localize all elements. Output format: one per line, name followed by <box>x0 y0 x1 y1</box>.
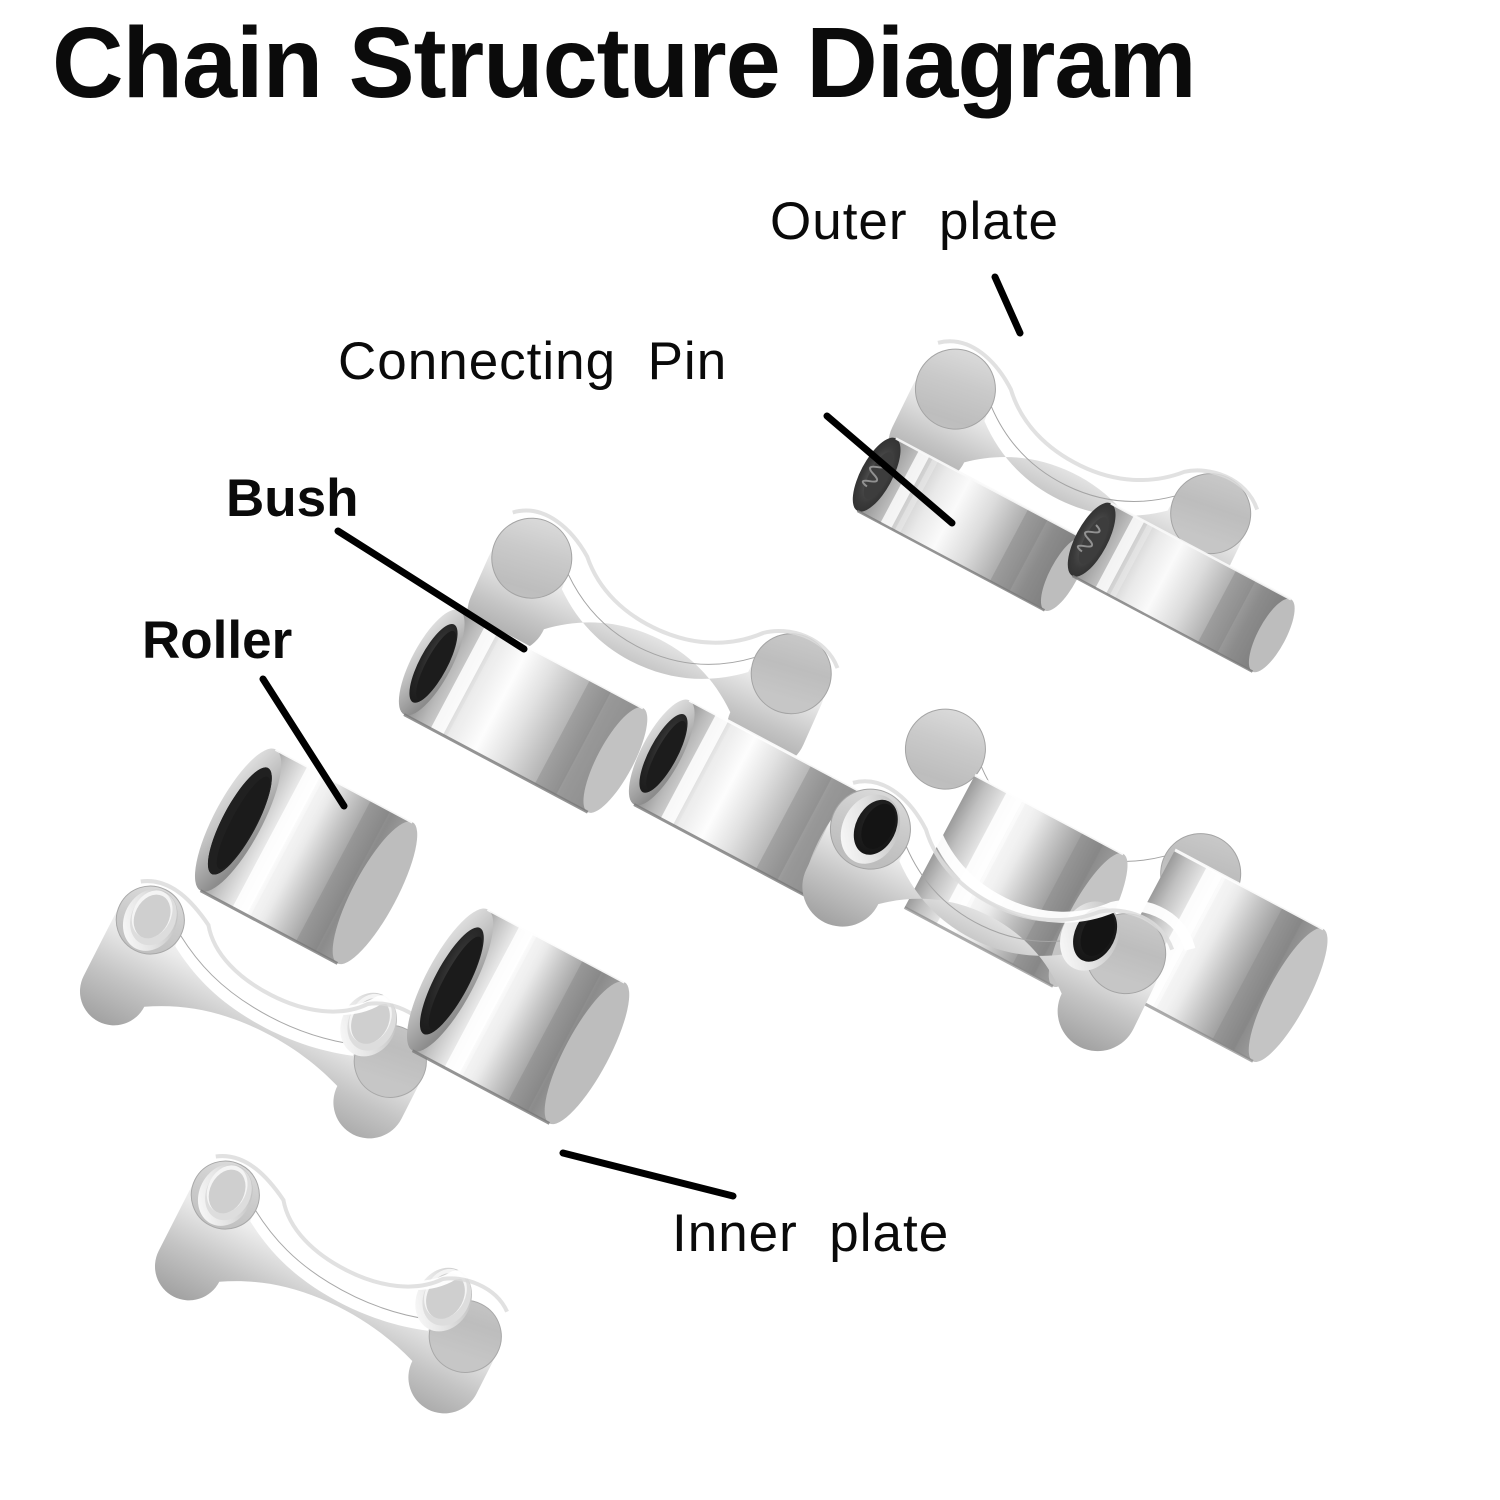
bush-link-assembly <box>398 496 869 899</box>
plate-hole <box>340 992 397 1057</box>
leader-connecting-pin <box>823 412 956 527</box>
leader-roller <box>259 675 348 810</box>
leader-outer-plate <box>991 273 1024 337</box>
label-bush: Bush <box>226 469 359 528</box>
bush <box>628 699 869 899</box>
roller-left-upper <box>194 748 418 965</box>
label-connecting-pin: Connecting Pin <box>338 332 728 391</box>
page-title: Chain Structure Diagram <box>52 7 1196 119</box>
plate-hole <box>197 1164 253 1226</box>
outer-link-assembly <box>852 327 1295 673</box>
label-inner-plate: Inner plate <box>672 1204 950 1263</box>
leader-inner-plate <box>559 1149 737 1200</box>
label-roller: Roller <box>142 611 293 670</box>
leader-lines <box>259 273 1024 1200</box>
connecting-pin <box>852 437 1087 612</box>
inner-link-assembly <box>802 687 1328 1063</box>
plate-hole <box>840 794 901 864</box>
connecting-pin <box>1067 502 1295 673</box>
inner-plate-upper <box>80 869 450 1139</box>
roller-left-lower <box>406 908 630 1125</box>
leader-bush <box>334 527 528 653</box>
label-outer-plate: Outer plate <box>770 192 1059 251</box>
bush <box>398 609 648 814</box>
inner-plate-lower <box>155 1144 525 1414</box>
plate-hole <box>122 889 178 951</box>
